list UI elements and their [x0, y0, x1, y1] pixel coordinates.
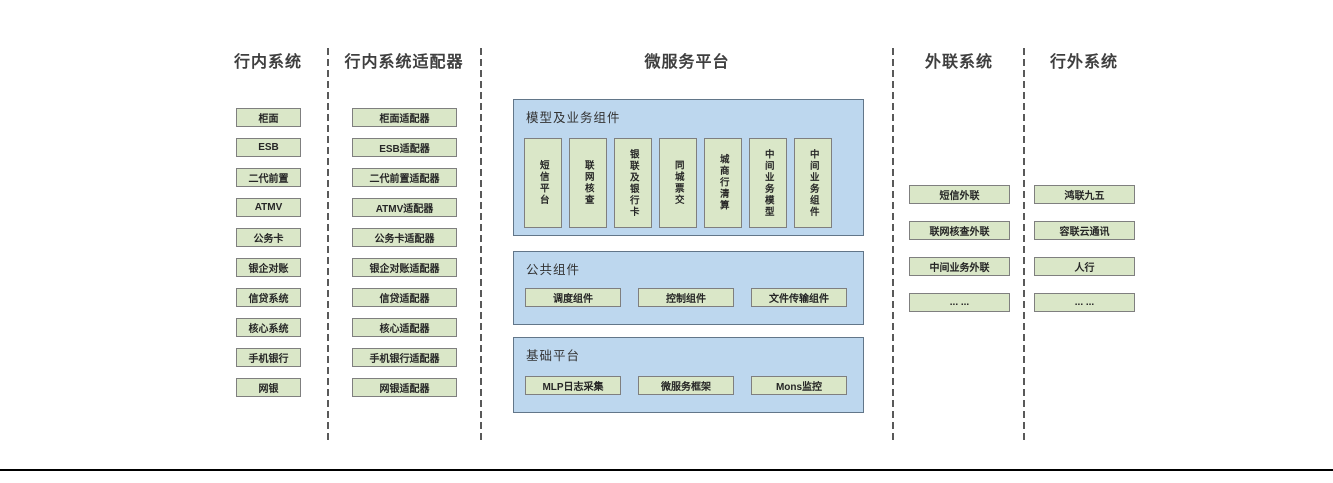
system-box: 网银 [236, 378, 301, 397]
system-box: 公务卡 [236, 228, 301, 247]
adapter-box: ATMV适配器 [352, 198, 457, 217]
bottom-rule [0, 469, 1333, 471]
system-box: ESB [236, 138, 301, 157]
panel-base-platform: 基础平台 MLP日志采集微服务框架 Mons监控 [513, 337, 864, 413]
panel-model-business-components: 模型及业务组件 短信平台联网核查银联及银行卡同城票交城商行清算中间业务模型中间业… [513, 99, 864, 236]
component-box: 微服务框架 [638, 376, 734, 395]
adapter-box: 信贷适配器 [352, 288, 457, 307]
panel-label: 基础平台 [526, 349, 581, 363]
adapter-box: 二代前置适配器 [352, 168, 457, 187]
column-divider [480, 48, 482, 444]
column-title-microservice-platform: 微服务平台 [644, 54, 730, 71]
column-title-outside-systems: 行外系统 [1049, 54, 1118, 71]
adapter-box: 银企对账适配器 [352, 258, 457, 277]
system-box: 联网核查外联 [909, 221, 1010, 240]
external-link-systems-list: 短信外联联网核查外联中间业务外联 ... ... [909, 185, 1010, 312]
system-box: 短信外联 [909, 185, 1010, 204]
component-box: 中间业务组件 [794, 138, 832, 228]
column-divider [327, 48, 329, 444]
base-platform-list: MLP日志采集微服务框架 Mons监控 [525, 376, 847, 395]
system-box: 中间业务外联 [909, 257, 1010, 276]
panel-label: 公共组件 [526, 263, 581, 277]
internal-systems-list: 柜面 ESB 二代前置 ATMV 公务卡银企对账信贷系统核心系统手机银行网银 [236, 108, 301, 397]
system-box: 柜面 [236, 108, 301, 127]
system-box: 核心系统 [236, 318, 301, 337]
component-box: 短信平台 [524, 138, 562, 228]
outside-systems-list: 鸿联九五容联云通讯人行 ... ... [1034, 185, 1135, 312]
system-box: 银企对账 [236, 258, 301, 277]
system-box: ... ... [909, 293, 1010, 312]
column-divider [892, 48, 894, 444]
system-box: 二代前置 [236, 168, 301, 187]
system-box: 鸿联九五 [1034, 185, 1135, 204]
system-box: 人行 [1034, 257, 1135, 276]
internal-system-adapters-list: 柜面适配器 ESB适配器二代前置适配器 ATMV适配器公务卡适配器银企对账适配器信贷… [352, 108, 457, 397]
common-components-list: 调度组件控制组件文件传输组件 [525, 288, 847, 307]
column-divider [1023, 48, 1025, 444]
panel-common-components: 公共组件 调度组件控制组件文件传输组件 [513, 251, 864, 325]
component-box: 调度组件 [525, 288, 621, 307]
system-box: 手机银行 [236, 348, 301, 367]
adapter-box: 手机银行适配器 [352, 348, 457, 367]
adapter-box: 公务卡适配器 [352, 228, 457, 247]
column-title-internal-system-adapters: 行内系统适配器 [344, 54, 464, 71]
component-box: 中间业务模型 [749, 138, 787, 228]
model-business-components-list: 短信平台联网核查银联及银行卡同城票交城商行清算中间业务模型中间业务组件 [524, 138, 832, 228]
component-box: MLP日志采集 [525, 376, 621, 395]
adapter-box: 网银适配器 [352, 378, 457, 397]
adapter-box: 核心适配器 [352, 318, 457, 337]
column-title-external-link-systems: 外联系统 [924, 54, 993, 71]
system-box: 容联云通讯 [1034, 221, 1135, 240]
system-box: ATMV [236, 198, 301, 217]
panel-label: 模型及业务组件 [526, 111, 621, 125]
column-title-internal-systems: 行内系统 [233, 54, 302, 71]
adapter-box: 柜面适配器 [352, 108, 457, 127]
component-box: 银联及银行卡 [614, 138, 652, 228]
adapter-box: ESB适配器 [352, 138, 457, 157]
system-box: ... ... [1034, 293, 1135, 312]
system-box: 信贷系统 [236, 288, 301, 307]
component-box: 控制组件 [638, 288, 734, 307]
component-box: 联网核查 [569, 138, 607, 228]
component-box: 文件传输组件 [751, 288, 847, 307]
component-box: 同城票交 [659, 138, 697, 228]
component-box: Mons监控 [751, 376, 847, 395]
component-box: 城商行清算 [704, 138, 742, 228]
